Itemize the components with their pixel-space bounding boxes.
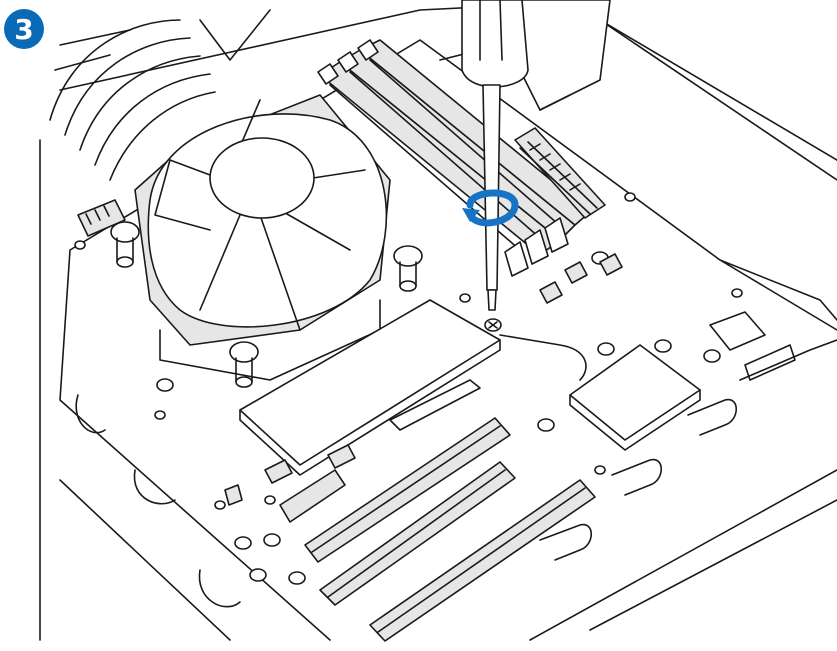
step-number-badge: 3 (4, 9, 44, 49)
pcie-slots (279, 417, 596, 642)
cable-tie-loops (75, 394, 738, 608)
cooler-mounting-posts (110, 221, 423, 388)
mounting-holes (74, 192, 743, 510)
screw (484, 318, 502, 332)
board-components (224, 253, 623, 506)
heatpipe (499, 334, 587, 381)
psu-fan-grille (49, 9, 271, 181)
capacitors (156, 251, 721, 585)
cpu-power-connector (77, 199, 126, 237)
chipset-heatsink (569, 344, 701, 451)
cpu-cooler (134, 94, 391, 381)
screwdriver (461, 0, 529, 311)
atx-power-connector (514, 127, 606, 219)
vrm-heatsink (239, 299, 501, 476)
rear-bracket (709, 311, 837, 381)
memory-slots (317, 39, 591, 277)
